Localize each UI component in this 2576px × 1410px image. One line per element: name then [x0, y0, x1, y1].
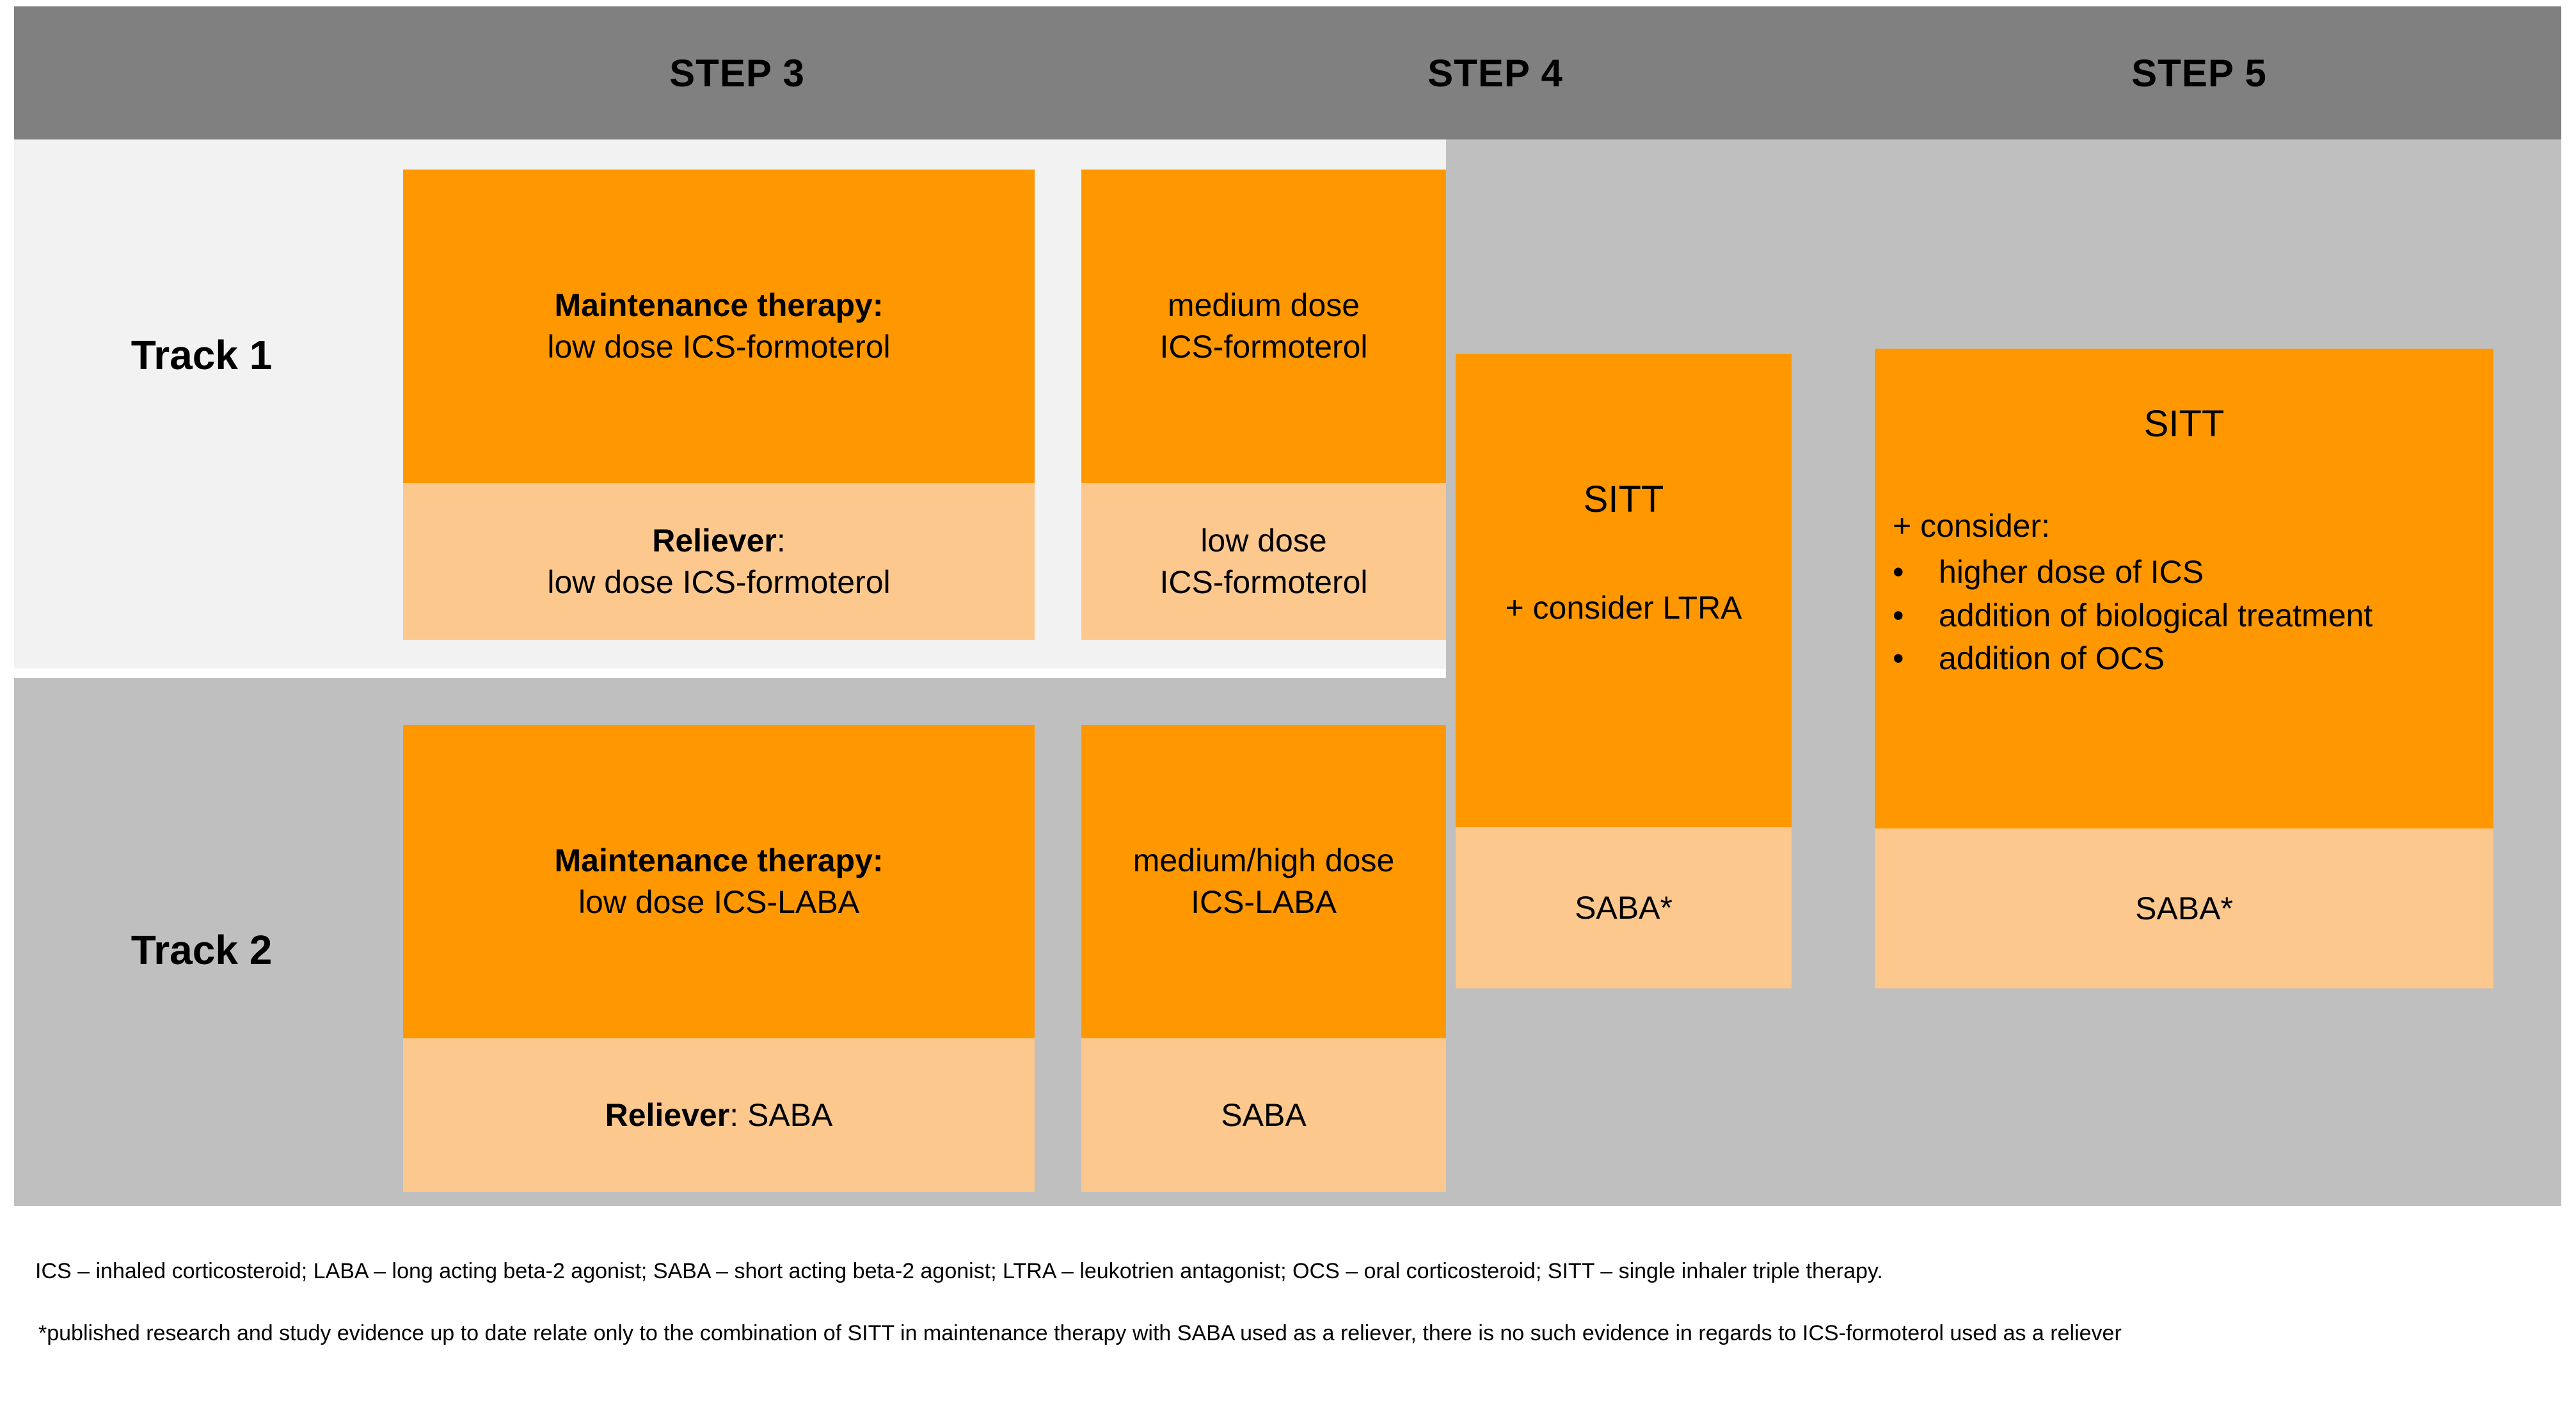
step4-sitt-title: SITT: [1583, 479, 1664, 520]
track-label-1: Track 1: [131, 332, 273, 378]
track-label-2: Track 2: [131, 927, 273, 973]
track1-step4-maintenance-line2: ICS-formoterol: [1159, 329, 1368, 365]
track2-step4-maintenance-line2: ICS-LABA: [1191, 884, 1337, 920]
track2-step3-reliever-title: Reliever: [605, 1097, 730, 1133]
track2-step3-maintenance-detail: low dose ICS-LABA: [578, 884, 860, 920]
header-step-3: STEP 3: [669, 51, 805, 95]
track1-step3-reliever-title: Reliever: [652, 522, 777, 558]
track1-step3-maintenance-box[interactable]: Maintenance therapy: low dose ICS-formot…: [403, 170, 1035, 483]
step4-sitt-box[interactable]: SITT + consider LTRA: [1456, 354, 1792, 827]
track2-step4-reliever-label: SABA: [1221, 1097, 1307, 1133]
step5-consider-item-1: higher dose of ICS: [1939, 554, 2204, 590]
bullet-icon: •: [1893, 640, 1904, 677]
step5-consider-item-3: addition of OCS: [1939, 640, 2165, 677]
track1-step3-reliever-box[interactable]: Reliever: low dose ICS-formoterol: [403, 483, 1035, 640]
track2-step4-maintenance-line1: medium/high dose: [1133, 843, 1395, 878]
step5-consider-heading: + consider:: [1893, 508, 2050, 544]
track1-step3-maintenance-title: Maintenance therapy:: [554, 287, 884, 323]
track2-step3-maintenance-title: Maintenance therapy:: [554, 843, 884, 878]
header-step-5: STEP 5: [2131, 51, 2267, 95]
track1-step3-reliever-colon: :: [776, 522, 786, 558]
track2-step4-reliever-box[interactable]: SABA: [1081, 1038, 1446, 1192]
track2-step3-reliever-line: Reliever: SABA: [605, 1095, 833, 1136]
bullet-icon: •: [1893, 554, 1904, 590]
list-item: • addition of OCS: [1893, 637, 2493, 681]
track1-step4-reliever-box[interactable]: low dose ICS-formoterol: [1081, 483, 1446, 640]
track1-step4-maintenance-box[interactable]: medium dose ICS-formoterol: [1081, 170, 1446, 483]
header-bar: STEP 3 STEP 4 STEP 5: [14, 6, 2561, 139]
track1-step4-maintenance-line1: medium dose: [1167, 287, 1360, 323]
footnote-abbreviations: ICS – inhaled corticosteroid; LABA – lon…: [35, 1259, 1883, 1283]
track1-step4-reliever-line1: low dose: [1200, 522, 1327, 558]
step4-sitt-subtitle: + consider LTRA: [1505, 590, 1742, 626]
step4-sitt-reliever-box[interactable]: SABA*: [1456, 827, 1792, 988]
step4-sitt-reliever-label: SABA*: [1575, 889, 1673, 926]
header-step-4: STEP 4: [1427, 51, 1563, 95]
track1-step3-reliever-detail: low dose ICS-formoterol: [547, 564, 891, 600]
track1-step3-maintenance-detail: low dose ICS-formoterol: [547, 329, 891, 365]
track1-step4-reliever-line2: ICS-formoterol: [1159, 564, 1368, 600]
list-item: • addition of biological treatment: [1893, 594, 2493, 638]
footnote-asterisk: *published research and study evidence u…: [38, 1321, 2122, 1345]
step5-sitt-reliever-box[interactable]: SABA*: [1875, 828, 2493, 988]
track1-step3-reliever-title-line: Reliever:: [652, 520, 786, 562]
step5-sitt-title: SITT: [2143, 403, 2225, 445]
step5-sitt-box[interactable]: SITT + consider: • higher dose of ICS • …: [1875, 349, 2493, 828]
track2-step4-maintenance-box[interactable]: medium/high dose ICS-LABA: [1081, 725, 1446, 1038]
list-item: • higher dose of ICS: [1893, 551, 2493, 594]
track2-step3-reliever-box[interactable]: Reliever: SABA: [403, 1038, 1035, 1192]
step5-consider-item-2: addition of biological treatment: [1939, 597, 2373, 633]
track2-step3-reliever-detail: : SABA: [729, 1097, 833, 1133]
step5-consider-list: • higher dose of ICS • addition of biolo…: [1893, 551, 2493, 681]
bullet-icon: •: [1893, 597, 1904, 633]
track2-step3-maintenance-box[interactable]: Maintenance therapy: low dose ICS-LABA: [403, 725, 1035, 1038]
step5-sitt-reliever-label: SABA*: [2135, 890, 2233, 926]
